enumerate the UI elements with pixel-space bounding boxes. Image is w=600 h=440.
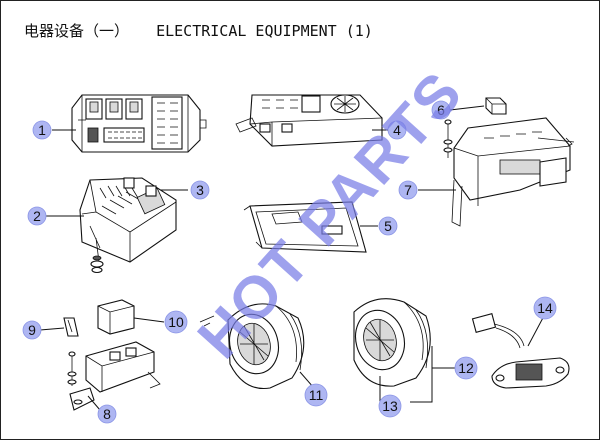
svg-text:8: 8 [103, 406, 111, 422]
svg-text:3: 3 [196, 182, 204, 198]
callout-3: 3 [190, 180, 210, 200]
svg-text:10: 10 [168, 314, 184, 330]
part-9-fuse [63, 317, 79, 337]
part-2-3-relay-block [79, 177, 177, 274]
svg-text:2: 2 [33, 208, 41, 224]
part-8-relay-socket [67, 341, 161, 411]
svg-text:12: 12 [458, 360, 474, 376]
part-14-sensor [471, 312, 570, 389]
part-7-control-unit [443, 117, 575, 227]
part-11-speaker [227, 303, 305, 390]
part-5-bracket-plate [243, 201, 367, 253]
callout-12: 12 [454, 356, 478, 380]
callout-14: 14 [533, 296, 557, 320]
callout-4: 4 [387, 120, 407, 140]
callout-10: 10 [164, 310, 188, 334]
svg-text:6: 6 [437, 102, 445, 118]
callout-7: 7 [398, 180, 418, 200]
callout-8: 8 [97, 404, 117, 424]
callout-5: 5 [378, 216, 398, 236]
part-12-13-speaker [353, 298, 431, 387]
svg-text:13: 13 [382, 398, 398, 414]
callout-9: 9 [22, 320, 42, 340]
part-1-fuse-box [71, 94, 207, 153]
svg-text:7: 7 [404, 182, 412, 198]
callout-6: 6 [431, 100, 451, 120]
page-title: 电器设备（一） ELECTRICAL EQUIPMENT (1) [24, 22, 373, 40]
callout-2: 2 [27, 206, 47, 226]
svg-text:9: 9 [28, 322, 36, 338]
callout-13: 13 [378, 394, 402, 418]
svg-text:5: 5 [384, 218, 392, 234]
svg-text:4: 4 [393, 122, 401, 138]
part-4-controller-box [235, 94, 383, 147]
svg-text:1: 1 [38, 122, 46, 138]
leader-lines [39, 105, 546, 411]
callout-11: 11 [304, 383, 328, 407]
part-6-relay-small [485, 97, 507, 115]
svg-text:11: 11 [309, 387, 324, 403]
part-10-relay [97, 299, 215, 335]
callout-1: 1 [32, 120, 52, 140]
svg-text:14: 14 [537, 300, 553, 316]
